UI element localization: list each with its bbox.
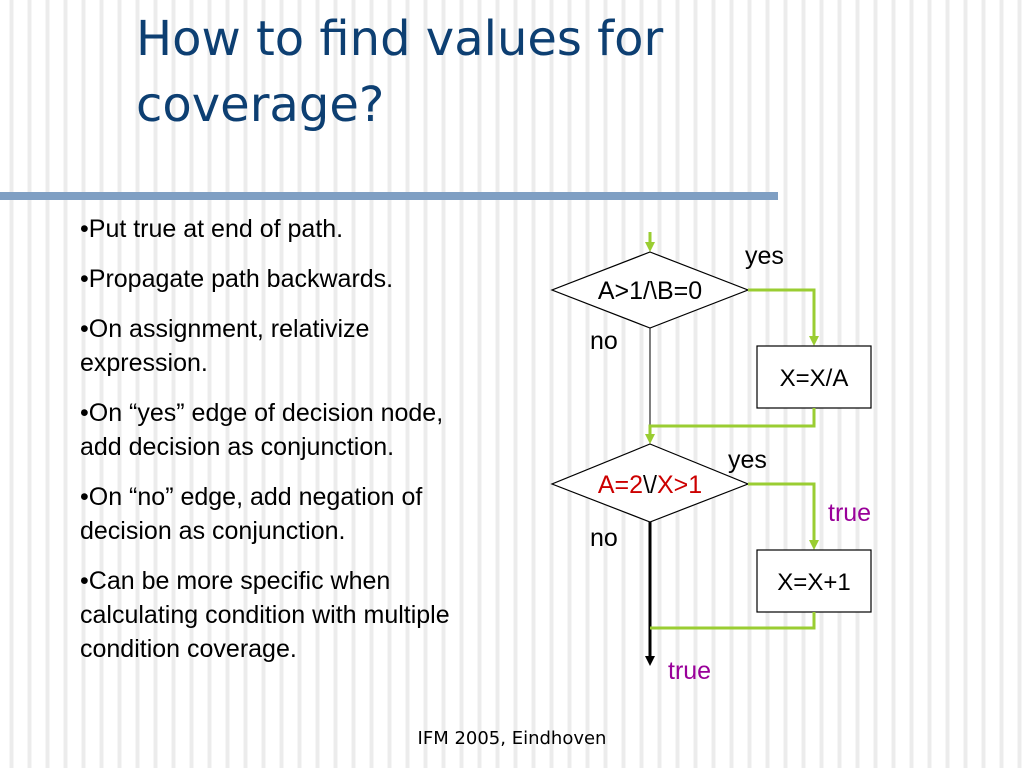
bullet-item: Propagate path backwards. <box>80 262 460 296</box>
decision-2-operator: \/ <box>643 471 657 499</box>
bullet-item: Put true at end of path. <box>80 212 460 246</box>
slide-title: How to find values for coverage? <box>136 6 896 138</box>
slide-title-line-1: How to find values for <box>136 11 664 67</box>
assignment-2-label: X=X+1 <box>777 569 850 596</box>
assignment-1-label: X=X/A <box>780 365 849 392</box>
decision-2-label: A=2\/X>1 <box>598 471 702 499</box>
entry-arrowhead <box>645 242 655 252</box>
decision-2-no-label: no <box>590 524 618 552</box>
assignment-node-2 <box>756 549 872 613</box>
decision-2-true-label: true <box>828 499 871 527</box>
decision-2-part-b: X>1 <box>657 471 702 499</box>
decision-2-yes-arrowhead <box>809 540 819 550</box>
decision-2-yes-label: yes <box>728 446 767 474</box>
decision-1-label: A>1/\B=0 <box>598 277 702 305</box>
decision-1-no-label: no <box>590 327 618 355</box>
bullet-item: On assignment, relativize expression. <box>80 312 460 380</box>
end-true-label: true <box>668 657 711 685</box>
assignment-2-out-edge <box>650 612 816 630</box>
decision-1-yes-edge <box>748 288 816 336</box>
exit-arrowhead <box>645 656 655 666</box>
slide-title-line-2: coverage? <box>136 77 385 133</box>
decision-2-in-arrowhead <box>645 434 655 444</box>
title-divider <box>0 192 778 200</box>
bullet-item: Can be more specific when calculating co… <box>80 564 460 666</box>
decision-2-part-a: A=2 <box>598 471 643 499</box>
assignment-1-out-edge <box>648 408 816 434</box>
assignment-node-1 <box>756 345 872 409</box>
bullet-list: Put true at end of path. Propagate path … <box>80 212 460 682</box>
bullet-item: On “no” edge, add negation of decision a… <box>80 480 460 548</box>
bullet-item: On “yes” edge of decision node, add deci… <box>80 396 460 464</box>
slide-footer: IFM 2005, Eindhoven <box>417 728 607 749</box>
decision-1-yes-label: yes <box>745 242 784 270</box>
decision-1-yes-arrowhead <box>809 336 819 346</box>
decision-2-yes-edge <box>748 482 816 540</box>
